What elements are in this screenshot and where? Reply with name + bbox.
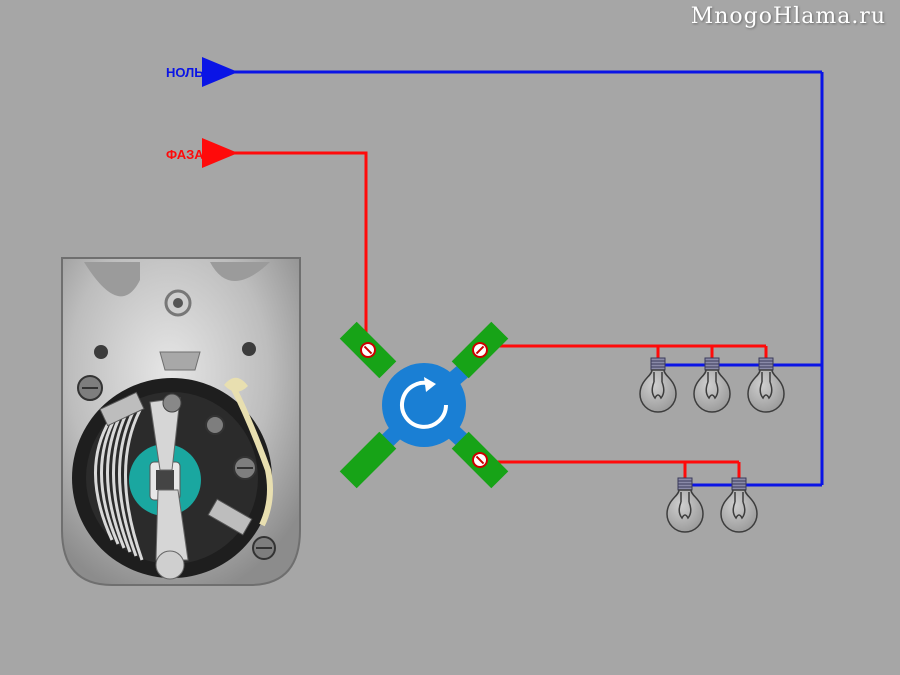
terminal-output-bottom [451,431,509,489]
lamp-glass [747,369,785,413]
rotate-clockwise-icon [400,377,448,429]
lamp-glass [720,489,758,533]
neutral-label: НОЛЬ [166,65,204,80]
terminal-output-top [451,321,509,379]
lamp-glass [666,489,704,533]
light-bulb-icon [693,357,731,413]
contact-arm-lower [155,489,189,561]
terminal-unused [339,431,397,489]
light-bulb-icon [720,477,758,533]
phase-wires [202,138,768,478]
watermark: MnogoHlama.ru [690,4,886,29]
lamp-glass [639,369,677,413]
cord-string [229,383,273,527]
light-bulb-icon [747,357,785,413]
rotary-switch-photo [61,257,301,586]
resistance-coil [94,409,144,561]
phase-label: ФАЗА [166,147,204,162]
lamp-glass [693,369,731,413]
neutral-wire [202,57,824,487]
light-bulb-icon [666,477,704,533]
terminal-phase-input [339,321,397,379]
light-bulb-icon [639,357,677,413]
phase-feed-wire [202,138,368,340]
switch-rotor [382,363,466,447]
switch-schematic [339,321,509,489]
